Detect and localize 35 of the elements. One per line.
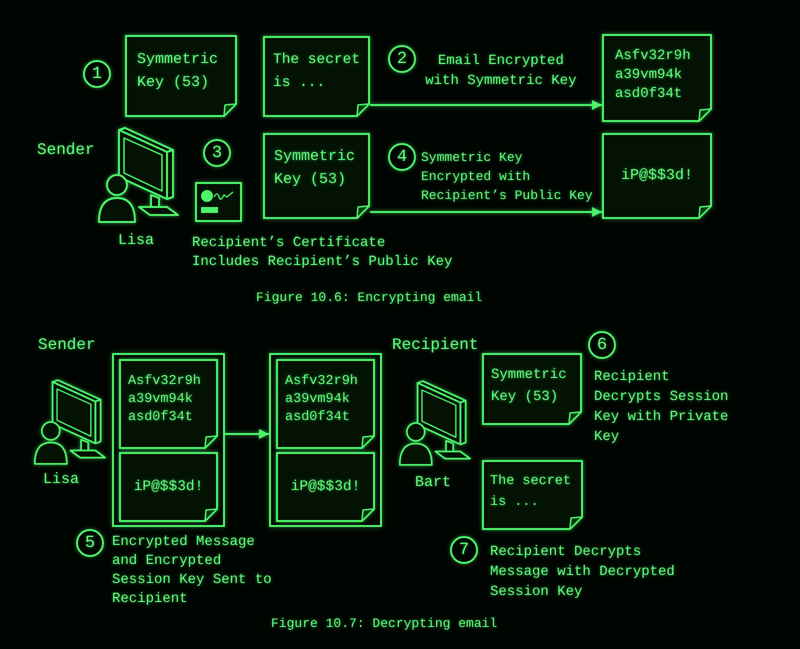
person-name: Lisa xyxy=(43,471,80,489)
note-text: iP@$$3d! xyxy=(134,478,204,496)
callout-number: 1 xyxy=(83,60,111,88)
role-label: Sender xyxy=(37,141,95,160)
step-description: Recipient Decrypts Message with Decrypted Session Key xyxy=(490,543,676,602)
note-text: The secret is ... xyxy=(490,473,572,512)
note-text: Symmetric Key (53) xyxy=(137,50,220,93)
note-text: Symmetric Key (53) xyxy=(491,366,568,407)
note-text: Asfv32r9h a39vm94k asd0f34t xyxy=(615,47,692,104)
certificate-caption: Recipient’s Certificate Includes Recipient’s Public Key xyxy=(192,234,454,272)
callout-number: 4 xyxy=(388,143,416,171)
arrow xyxy=(370,100,602,110)
step-description: Recipient Decrypts Session Key with Private Key xyxy=(594,368,730,447)
step-description: Encrypted Message and Encrypted Session Key Sent to Recipient xyxy=(112,533,273,609)
message-bundle-frame xyxy=(269,353,382,527)
note-text: Symmetric Key (53) xyxy=(274,147,356,190)
role-label: Recipient xyxy=(392,336,478,355)
callout-number: 2 xyxy=(388,45,416,73)
figure-caption: Figure 10.7: Decrypting email xyxy=(271,616,498,632)
note-text: Asfv32r9h a39vm94k asd0f34t xyxy=(128,373,202,427)
note-text: iP@$$3d! xyxy=(290,478,360,496)
message-bundle-frame xyxy=(112,353,225,527)
role-label: Sender xyxy=(38,336,96,355)
callout-number: 5 xyxy=(76,529,104,557)
figure-caption: Figure 10.6: Encrypting email xyxy=(256,290,482,306)
note-text: The secret is ... xyxy=(273,51,362,93)
person-name: Bart xyxy=(415,474,452,492)
arrow xyxy=(370,207,602,217)
callout-number: 3 xyxy=(203,139,231,167)
arrow xyxy=(225,429,269,439)
callout-number: 6 xyxy=(588,331,616,359)
note-text: Asfv32r9h a39vm94k asd0f34t xyxy=(285,373,359,427)
note-text: iP@$$3d! xyxy=(620,166,693,186)
callout-number: 7 xyxy=(450,536,478,564)
person-name: Lisa xyxy=(118,232,154,250)
